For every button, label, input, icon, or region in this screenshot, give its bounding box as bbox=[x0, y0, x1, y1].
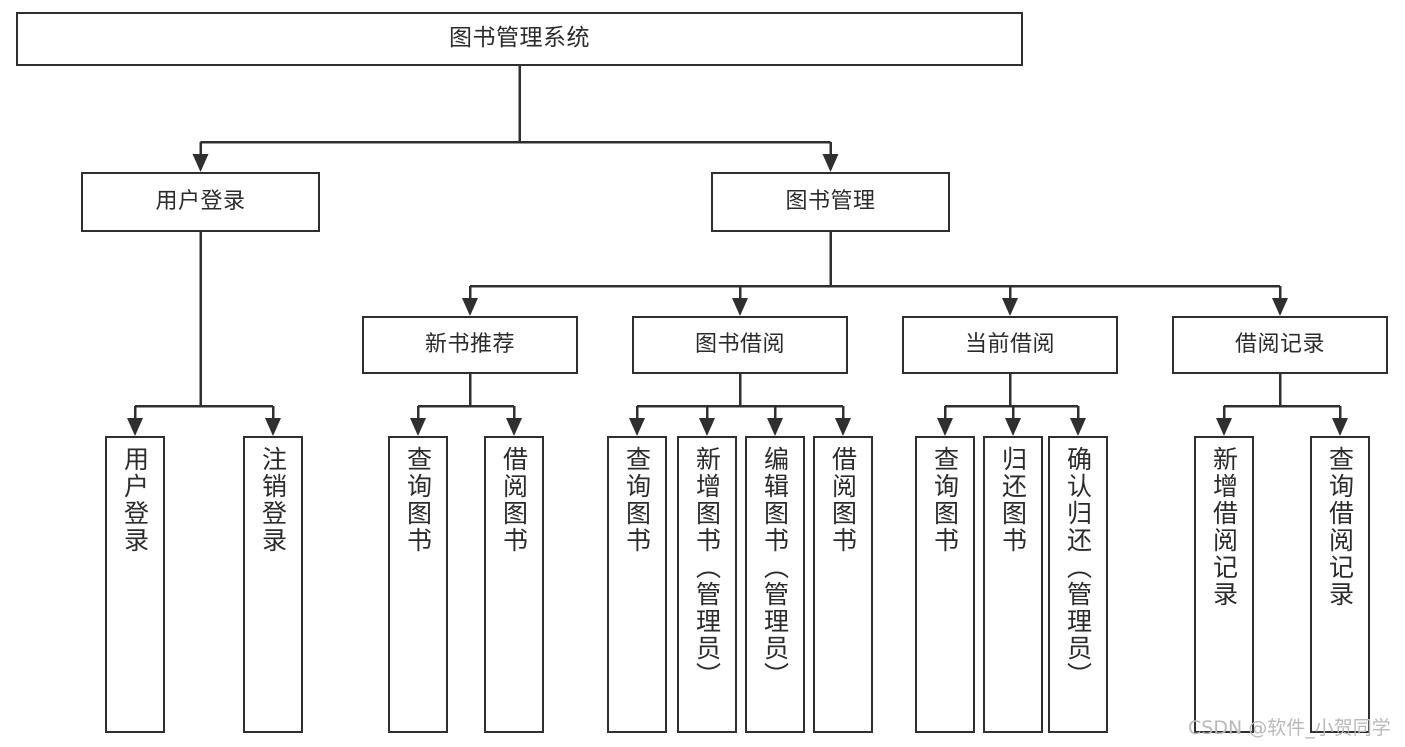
node-borrow_record[interactable]: 借阅记录 bbox=[1172, 316, 1388, 374]
node-leaf_query3[interactable]: 查询图书 bbox=[915, 436, 975, 733]
node-label: 查询借阅记录 bbox=[1325, 446, 1355, 608]
node-leaf_addrec[interactable]: 新增借阅记录 bbox=[1194, 436, 1254, 733]
node-current_borrow[interactable]: 当前借阅 bbox=[902, 316, 1118, 374]
node-label: 当前借阅 bbox=[964, 332, 1055, 358]
node-label: 借阅图书 bbox=[828, 446, 858, 554]
node-label: 用户登录 bbox=[120, 446, 150, 554]
node-leaf_borrow1[interactable]: 借阅图书 bbox=[484, 436, 544, 733]
node-label: 注销登录 bbox=[258, 446, 288, 554]
node-label: 查询图书 bbox=[930, 446, 960, 554]
node-leaf_return[interactable]: 归还图书 bbox=[983, 436, 1043, 733]
node-leaf_query2[interactable]: 查询图书 bbox=[607, 436, 667, 733]
node-leaf_confirm[interactable]: 确认归还（管理员） bbox=[1048, 436, 1108, 733]
node-label: 查询图书 bbox=[403, 446, 433, 554]
node-leaf_addbook[interactable]: 新增图书（管理员） bbox=[677, 436, 737, 733]
node-label: 编辑图书（管理员） bbox=[760, 446, 790, 689]
node-leaf_queryrec[interactable]: 查询借阅记录 bbox=[1310, 436, 1370, 733]
csdn-watermark: CSDN @软件_小贺同学 bbox=[1188, 717, 1391, 739]
node-label: 图书借阅 bbox=[694, 332, 785, 358]
node-root[interactable]: 图书管理系统 bbox=[16, 12, 1023, 66]
node-label: 新增借阅记录 bbox=[1209, 446, 1239, 608]
node-leaf_login[interactable]: 用户登录 bbox=[105, 436, 165, 733]
node-label: 查询图书 bbox=[622, 446, 652, 554]
node-book_borrow[interactable]: 图书借阅 bbox=[632, 316, 848, 374]
node-label: 新增图书（管理员） bbox=[692, 446, 722, 689]
node-leaf_logout[interactable]: 注销登录 bbox=[243, 436, 303, 733]
node-label: 新书推荐 bbox=[424, 332, 515, 358]
node-label: 图书管理系统 bbox=[449, 25, 590, 52]
node-label: 用户登录 bbox=[155, 189, 246, 215]
node-leaf_borrow2[interactable]: 借阅图书 bbox=[813, 436, 873, 733]
node-new_book_rec[interactable]: 新书推荐 bbox=[362, 316, 578, 374]
node-label: 归还图书 bbox=[998, 446, 1028, 554]
node-user_login[interactable]: 用户登录 bbox=[81, 172, 320, 232]
node-label: 借阅图书 bbox=[499, 446, 529, 554]
node-label: 借阅记录 bbox=[1234, 332, 1325, 358]
node-label: 图书管理 bbox=[785, 189, 876, 215]
node-label: 确认归还（管理员） bbox=[1063, 446, 1093, 689]
node-leaf_query1[interactable]: 查询图书 bbox=[388, 436, 448, 733]
node-leaf_editbook[interactable]: 编辑图书（管理员） bbox=[745, 436, 805, 733]
node-book_manage[interactable]: 图书管理 bbox=[711, 172, 950, 232]
